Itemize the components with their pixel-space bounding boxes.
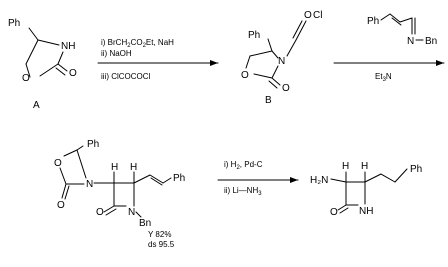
bond [292,20,303,39]
atom-o-ring: O [22,73,30,84]
bond [245,55,251,69]
atom-ph: Ph [8,18,20,29]
atom-bn: Bn [139,218,151,229]
bond [150,177,163,186]
bond [380,13,391,21]
bond [286,39,297,57]
bond [394,168,408,183]
bond [391,17,402,26]
atom-cl: Cl [313,10,322,21]
atom-n-oxazolidinone: N [86,179,93,190]
bond [380,173,396,183]
bond [162,177,172,184]
bond [135,211,142,218]
atom-h: H [111,162,118,173]
bond [57,51,64,65]
atom-o-oxazolidinone-carbonyl: O [57,200,65,211]
atom-ph: Ph [248,30,260,41]
atom-o-carbonyl: O [69,68,77,79]
arrow-step-1: i) BrCH2CO2Et, NaH ii) NaOH iii) ClCOCOC… [97,38,219,81]
atom-o-carbonyl: O [282,83,290,94]
atom-h: H [130,162,137,173]
bond [25,39,39,65]
atom-ph: Ph [367,16,379,27]
bond [103,205,115,213]
bond [133,174,151,184]
bond [59,167,67,185]
condition-step1-line1: i) BrCH2CO2Et, NaH [101,38,174,49]
atom-o-ring: O [54,158,62,169]
atom-o-acyl: O [304,10,312,21]
bond [149,174,164,184]
bond [253,73,273,79]
compound-label-a: A [33,100,40,111]
bond [295,20,307,41]
condition-step3-line1: i) H2, Pd-C [224,160,263,171]
bond [249,50,273,57]
final-product: H₂N H H Ph O NH [310,161,422,218]
bond [37,39,60,46]
bond [271,50,279,59]
bond [57,63,68,72]
atom-nh: NH [61,41,75,52]
condition-step1-line2: ii) NaOH [101,49,132,58]
bond [63,149,78,157]
yield-label: Y 82% [148,230,171,239]
atom-h: H [342,161,349,172]
bond [64,185,70,200]
atom-o: O [330,207,338,218]
bond [55,67,66,76]
bond [339,207,349,214]
ds-label: ds 95.5 [148,240,175,249]
atom-bn: Bn [425,36,437,47]
atom-h2n: H₂N [310,175,328,186]
atom-n: N [407,36,414,47]
bond [25,63,31,78]
condition-step1-line3: iii) ClCOCOCl [101,72,151,81]
atom-ph-vinyl: Ph [173,173,185,184]
compound-b: Ph N O O O Cl B [241,10,322,106]
arrow-step-3: i) H2, Pd-C ii) Li—NH3 [217,160,299,197]
bond [28,27,39,41]
condition-step3-line2: ii) Li—NH3 [224,186,262,197]
bond [337,204,347,211]
bond [399,17,413,23]
bond [39,63,59,77]
compound-label-b: B [265,95,272,106]
atom-o-lactam: O [96,207,104,218]
atom-n-lactam: N [128,207,135,218]
atom-ph: Ph [410,164,422,175]
bond [271,65,279,79]
atom-o-ring: O [241,70,249,81]
bond [389,13,401,23]
bond [61,183,67,199]
bond [76,145,84,151]
bond [330,178,347,183]
arrow-step-2: Et3N [333,60,445,83]
bond [268,80,278,89]
bond [364,173,382,183]
atom-ph: Ph [87,139,99,150]
bond [105,208,117,216]
atom-n: N [278,56,285,67]
bond [271,77,281,86]
bond [76,149,87,179]
imine-reagent: Ph N Bn [367,13,437,47]
bond [267,38,273,52]
atom-h: H [361,161,368,172]
atom-nh: NH [359,206,373,217]
compound-a: Ph NH O O A [8,18,77,111]
beta-lactam-intermediate: Ph O N O H H Ph O N Bn Y 82% ds 95.5 [54,139,185,249]
condition-step2: Et3N [375,72,392,83]
